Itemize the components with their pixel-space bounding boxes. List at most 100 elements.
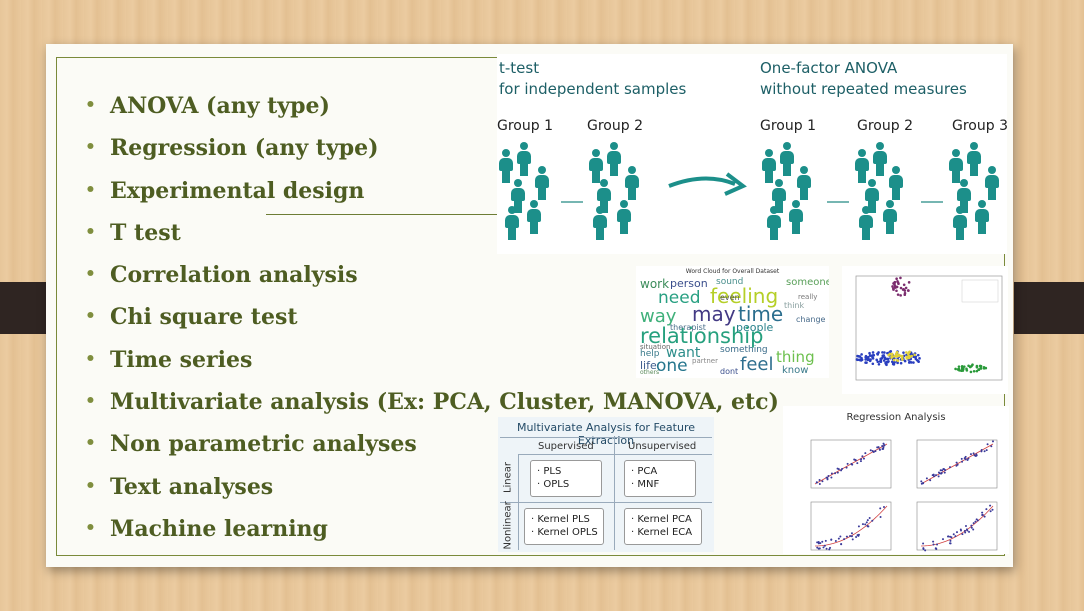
scatter-point [896,353,899,357]
bullet-icon: • [85,433,96,454]
scatter-point [939,469,942,472]
scatter-point [883,351,886,354]
scatter-point [830,538,833,541]
scatter-point [893,283,896,286]
scatter-point [834,472,837,475]
anova-subtitle: without repeated measures [760,80,967,98]
row-header: Nonlinear [502,501,514,550]
scatter-point [871,519,874,522]
table-cell: · PCA · MNF [624,460,696,497]
scatter-point [819,542,822,545]
scatter-point [896,361,899,365]
scatter-point [969,453,972,456]
scatter-point [902,283,906,287]
scatter-point [899,294,902,297]
word: something [720,345,768,355]
scatter-point [839,535,842,538]
bullet-icon: • [85,348,96,369]
scatter-point [933,475,936,478]
bullet-item: •Text analyses [84,466,779,508]
bullet-icon: • [85,391,96,412]
scatter-point [893,280,897,284]
regression-title: Regression Analysis [846,412,946,423]
scatter-point [818,479,821,482]
person-icon [889,166,903,200]
scatter-point [937,475,940,478]
person-icon [797,166,811,200]
scatter-point [877,362,881,366]
scatter-point [816,541,819,544]
scatter-point [860,458,863,461]
ttest-subtitle: for independent samples [499,80,687,98]
scatter-point [846,462,849,465]
person-icon [607,142,621,176]
scatter-point [864,358,867,361]
word: life [640,359,657,372]
scatter-point [857,525,860,528]
scatter-point [970,526,973,529]
scatter-point [856,354,859,358]
scatter-point [868,359,872,363]
person-icon [953,206,967,240]
word: person [670,277,708,290]
word: people [736,321,774,334]
word: may [692,302,736,326]
ttest-anova-figure: t-test for independent samples One-facto… [497,54,1007,254]
word: really [798,293,818,301]
scatter-point [956,463,959,466]
person-icon [767,206,781,240]
scatter-point [876,353,880,356]
scatter-point [881,444,884,447]
scatter-point [865,521,868,524]
person-icon [511,179,525,213]
scatter-point [975,369,979,373]
scatter-point [941,469,944,472]
scatter-point [834,540,837,543]
scatter-point [952,533,955,536]
scatter-point [821,480,824,483]
scatter-point [860,353,863,356]
row-header: Linear [502,461,514,494]
table-cell: · Kernel PLS · Kernel OPLS [524,508,604,545]
scatter-point [947,535,950,538]
word: someone [786,277,829,288]
person-icon [597,179,611,213]
person-icon [883,200,897,234]
scatter-point [871,351,875,354]
scatter-point [825,547,828,550]
scatter-point [856,462,859,465]
word: know [782,365,809,376]
scatter-point [896,293,900,296]
bullet-item: •Time series [84,339,779,381]
scatter-point [851,463,854,466]
bullet-icon: • [85,179,96,200]
person-icon [975,200,989,234]
scatter-point [941,538,944,541]
bullet-icon: • [85,264,96,285]
person-icon [617,200,631,234]
scatter-point [892,358,896,362]
scatter-point [868,351,871,355]
scatter-point [884,361,888,365]
bullet-item: •Regression (any type) [84,127,779,169]
scatter-point [985,508,988,511]
scatter-point [969,365,972,369]
person-icon [505,206,519,240]
person-icon [527,200,541,234]
word-cloud-title: Word Cloud for Overall Dataset [685,268,780,275]
scatter-point [862,457,865,460]
scatter-point [865,361,868,364]
scatter-point [866,524,869,527]
scatter-point [964,525,967,528]
scatter-point [843,538,846,541]
ttest-group-label: Group 1 [497,118,553,134]
scatter-point [934,547,937,550]
bullet-icon: • [85,475,96,496]
person-icon [780,142,794,176]
word: one [656,356,688,376]
scatter-point [829,546,832,549]
person-icon [985,166,999,200]
bullet-item: •Non parametric analyses [84,423,779,465]
scatter-point [855,358,859,361]
scatter-point [821,540,824,543]
